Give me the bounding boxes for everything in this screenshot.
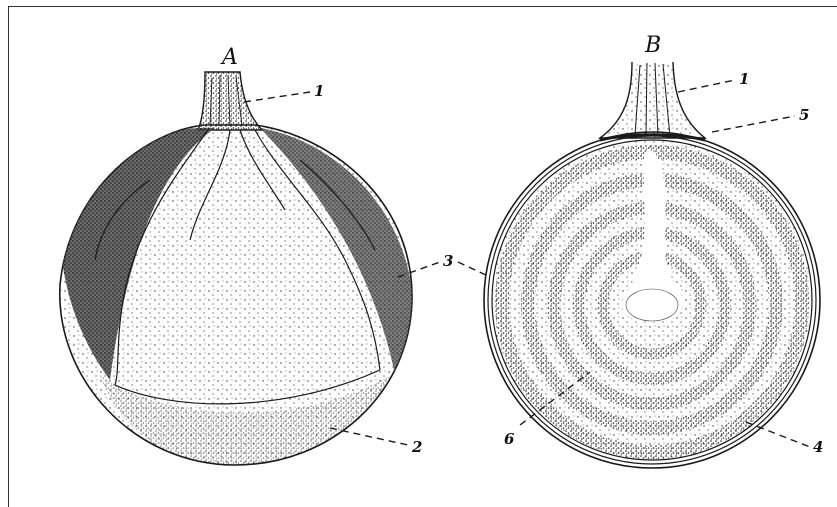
bulb-whole-drawing	[59, 72, 412, 468]
leader-b-5	[712, 116, 795, 132]
callout-b-6: 6	[504, 430, 515, 448]
callout-a-1: 1	[314, 82, 324, 100]
callout-b-5: 5	[799, 106, 809, 124]
bulb-section-drawing	[484, 62, 820, 468]
leader-b-3	[458, 262, 488, 276]
callout-a-3: 3	[443, 252, 453, 270]
leader-b-1	[678, 80, 735, 92]
panel-b-label: B	[644, 33, 661, 58]
bulb-b-growth-point	[626, 289, 678, 321]
callout-b-4: 4	[813, 438, 823, 456]
leader-b-4	[746, 422, 810, 447]
callout-a-2: 2	[411, 438, 422, 456]
bulb-b-neck	[600, 62, 705, 138]
callout-b-1: 1	[739, 70, 749, 88]
leader-a-1	[244, 92, 310, 102]
panel-a-label: A	[220, 45, 238, 70]
